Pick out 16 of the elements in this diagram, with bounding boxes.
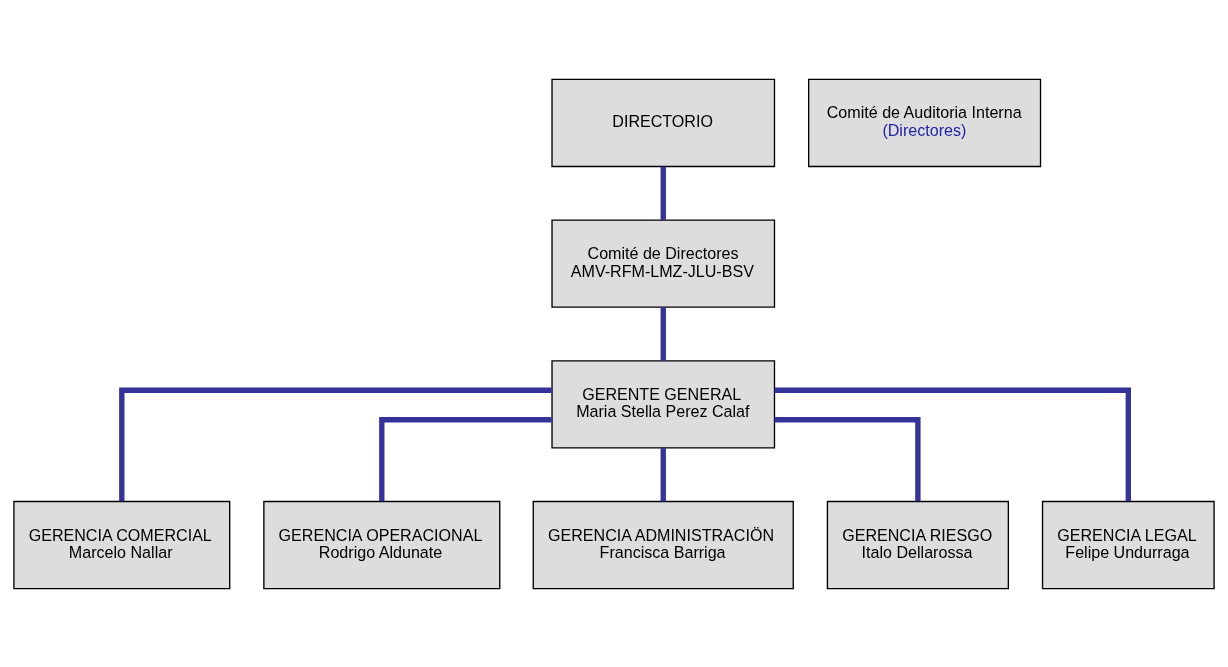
node-box: GERENTE GENERAL Maria Stella Perez Calaf (551, 359, 776, 449)
node-box: GERENCIA COMERCIAL Marcelo Nallar (13, 500, 231, 589)
node-box: GERENCIA LEGAL Felipe Undurraga (1041, 500, 1215, 589)
connector (660, 166, 666, 220)
node-box: Comité de Auditoria Interna (Directores) (808, 78, 1042, 167)
node-box: Comité de Directores AMV-RFM-LMZ-JLU-BSV (551, 218, 776, 308)
node-box: GERENCIA RIESGO Italo Dellarossa (826, 500, 1010, 589)
connector (660, 447, 666, 501)
connector (774, 416, 921, 501)
node-box: GERENCIA OPERACIONAL Rodrigo Aldunate (263, 500, 501, 589)
node-box: GERENCIA ADMINISTRACIÖN Francisca Barriga (532, 500, 794, 589)
connector (660, 306, 666, 361)
connector (774, 387, 1131, 501)
node-box: DIRECTORIO (551, 78, 776, 167)
connector (379, 416, 552, 501)
connector (119, 387, 552, 501)
